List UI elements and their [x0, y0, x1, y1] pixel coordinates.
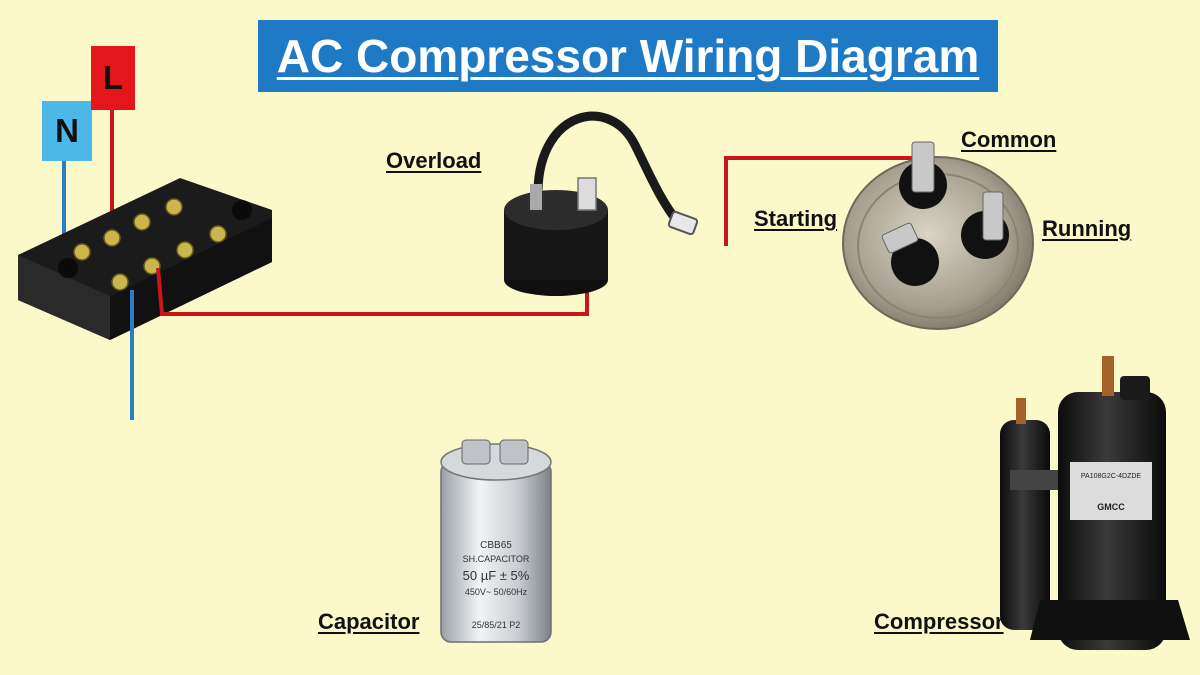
label-running: Running — [1042, 216, 1132, 241]
line-tag: L — [91, 46, 135, 110]
label-starting: Starting — [754, 206, 838, 231]
title-banner: AC Compressor Wiring Diagram — [258, 20, 998, 92]
compressor-maker-text: GMCC — [1097, 502, 1125, 512]
capacitor-code-text: 25/85/21 P2 — [472, 620, 521, 630]
label-common: Common — [961, 127, 1057, 152]
capacitor-rating-text: 50 µF ± 5% — [463, 568, 530, 583]
overload-protector — [504, 111, 699, 296]
compressor-terminal-plate — [842, 141, 1034, 330]
diagram-title: AC Compressor Wiring Diagram — [276, 30, 980, 82]
label-capacitor: Capacitor — [318, 609, 420, 634]
terminal-block — [18, 178, 272, 340]
capacitor-voltage-text: 450V~ 50/60Hz — [465, 587, 528, 597]
capacitor-model-text: CBB65 — [480, 540, 512, 551]
capacitor-image: CBB65 SH.CAPACITOR 50 µF ± 5% 450V~ 50/6… — [440, 439, 552, 643]
compressor-model-text: PA108G2C-4DZDE — [1081, 473, 1142, 480]
label-compressor: Compressor — [874, 609, 1004, 634]
label-overload: Overload — [386, 148, 482, 173]
capacitor-type-text: SH.CAPACITOR — [463, 554, 530, 564]
neutral-tag: N — [42, 101, 92, 161]
compressor-image: PA108G2C-4DZDE GMCC — [1000, 356, 1190, 650]
line-wire-to-common — [724, 156, 918, 246]
